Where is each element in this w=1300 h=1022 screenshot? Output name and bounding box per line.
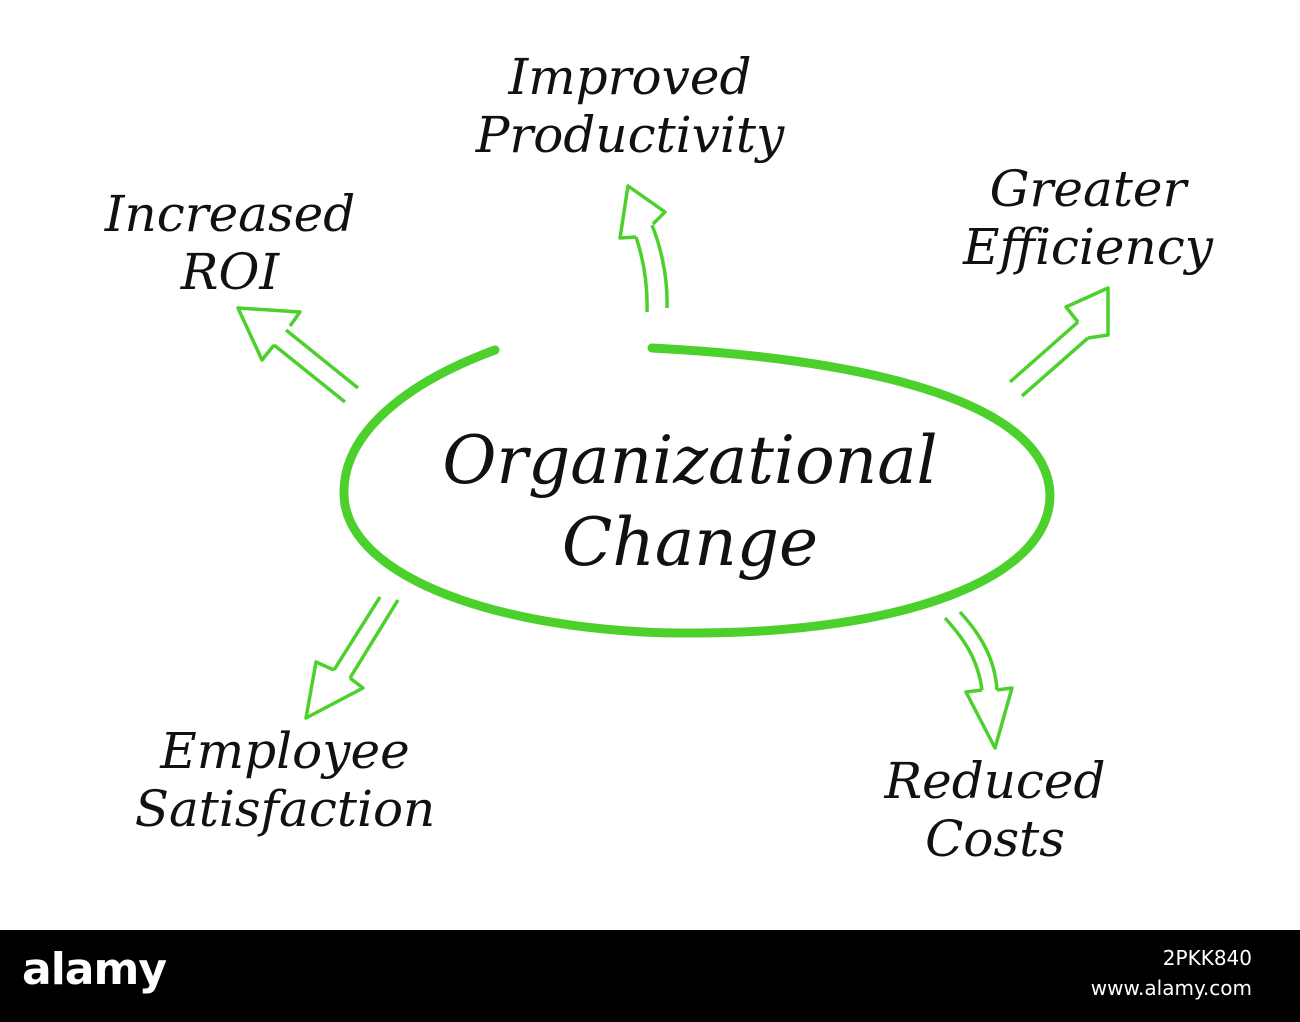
center-label: Organizational Change [380, 420, 1000, 584]
center-ellipse [339, 343, 1055, 638]
arrow-to-improved-productivity [618, 184, 669, 313]
outcome-line2: Costs [925, 810, 1065, 868]
outcome-improved-productivity: Improved Productivity [420, 48, 840, 164]
outcome-line2: Satisfaction [134, 780, 436, 838]
arrow-to-increased-roi [236, 306, 360, 404]
center-label-line2: Change [561, 504, 819, 581]
outcome-line2: Efficiency [963, 218, 1213, 276]
outcome-line1: Employee [160, 722, 410, 780]
alamy-logo: alamy [22, 944, 167, 995]
outcome-line1: Improved [508, 48, 752, 106]
outcome-increased-roi: Increased ROI [45, 185, 415, 301]
image-id: 2PKK840 [1162, 946, 1252, 970]
diagram-graphics [236, 184, 1110, 750]
stock-footer-bar: alamy 2PKK840 www.alamy.com [0, 930, 1300, 1022]
outcome-line1: Greater [989, 160, 1187, 218]
diagram-canvas: Organizational Change Improved Productiv… [45, 48, 1258, 868]
site-url: www.alamy.com [1090, 976, 1252, 1000]
outcome-line2: Productivity [475, 106, 785, 164]
outcome-employee-satisfaction: Employee Satisfaction [70, 722, 500, 838]
arrow-to-employee-satisfaction [304, 596, 400, 720]
outcome-line1: Increased [104, 185, 356, 243]
arrow-to-greater-efficiency [1008, 286, 1110, 398]
outcome-line1: Reduced [884, 752, 1106, 810]
center-label-line1: Organizational [442, 422, 938, 499]
outcome-line2: ROI [180, 243, 280, 301]
outcome-reduced-costs: Reduced Costs [830, 752, 1160, 868]
arrow-to-reduced-costs [943, 610, 1014, 750]
outcome-greater-efficiency: Greater Efficiency [918, 160, 1258, 276]
